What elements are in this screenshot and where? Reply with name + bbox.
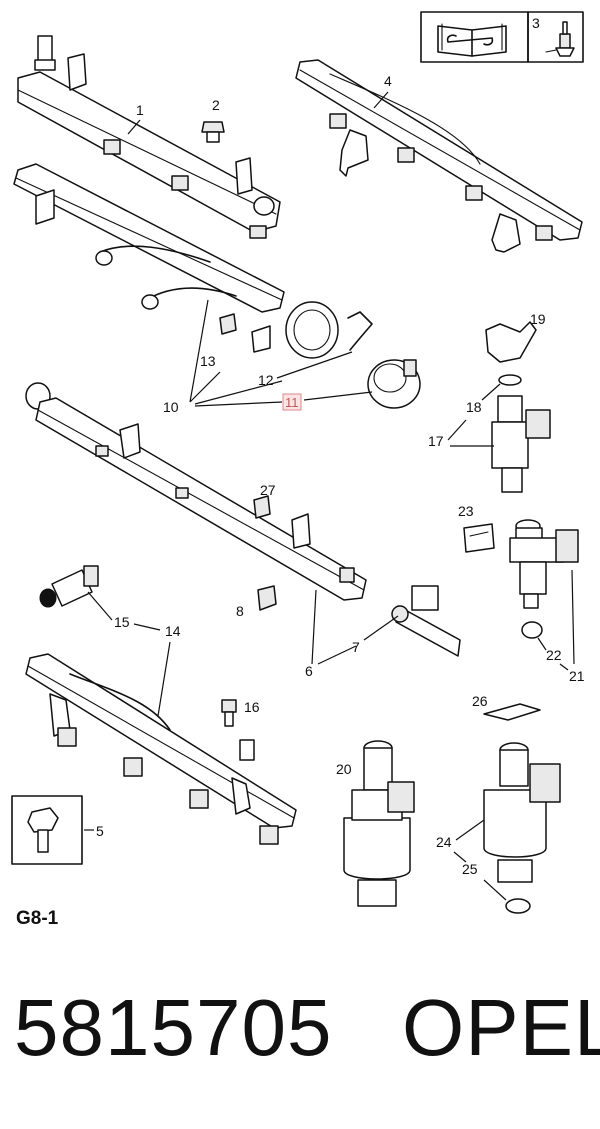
part-14-fuel-rail bbox=[25, 653, 297, 845]
part-21-injector bbox=[509, 519, 579, 609]
part-8-bolt bbox=[257, 585, 277, 611]
callout-3: 3 bbox=[532, 15, 540, 31]
callout-17: 17 bbox=[428, 433, 444, 449]
callout-4: 4 bbox=[384, 73, 392, 89]
manual-reference-box: 3 bbox=[420, 11, 584, 63]
part-16-bolt bbox=[221, 699, 237, 727]
callout-11: 11 bbox=[285, 395, 299, 410]
callout-14: 14 bbox=[165, 623, 181, 639]
callout-27: 27 bbox=[260, 482, 276, 498]
part-4-fuel-rail bbox=[295, 59, 583, 253]
part-26-clip bbox=[483, 703, 541, 721]
callout-20: 20 bbox=[336, 761, 352, 777]
part-17-injector bbox=[491, 395, 551, 493]
part-1-fuel-rail bbox=[17, 35, 281, 239]
part-12-clip bbox=[347, 311, 373, 351]
part-23-clip bbox=[463, 523, 495, 553]
manual-book-icon bbox=[437, 23, 507, 57]
part-15-sensor bbox=[39, 565, 99, 608]
part-7-sensor bbox=[391, 585, 461, 657]
callout-10: 10 bbox=[163, 399, 179, 415]
group-code: G8-1 bbox=[16, 908, 59, 929]
part-5-box bbox=[11, 795, 83, 865]
brand-name: OPEL bbox=[402, 983, 600, 1072]
callout-24: 24 bbox=[436, 834, 452, 850]
callout-22: 22 bbox=[546, 647, 562, 663]
part-number: 5815705 bbox=[14, 983, 333, 1072]
callout-11-highlight bbox=[282, 393, 302, 411]
callout-25: 25 bbox=[462, 861, 478, 877]
callout-16: 16 bbox=[244, 699, 260, 715]
wrench-icon bbox=[446, 34, 494, 46]
bolt-icon bbox=[545, 21, 575, 57]
part-18-o-ring bbox=[498, 374, 522, 386]
callout-6: 6 bbox=[305, 663, 313, 679]
callout-15: 15 bbox=[114, 614, 130, 630]
callout-7: 7 bbox=[352, 639, 360, 655]
part-22-o-ring bbox=[521, 621, 543, 639]
part-24-injector bbox=[483, 742, 561, 883]
part-25-o-ring bbox=[505, 898, 531, 914]
part-13-bolt bbox=[219, 313, 237, 335]
part-27-bolt bbox=[253, 495, 271, 519]
callout-5: 5 bbox=[96, 823, 104, 839]
callout-21: 21 bbox=[569, 668, 585, 684]
part-6-fuel-rail bbox=[25, 382, 367, 601]
part-20-injector bbox=[343, 740, 415, 907]
callout-23: 23 bbox=[458, 503, 474, 519]
callout-19: 19 bbox=[530, 311, 546, 327]
callout-13: 13 bbox=[200, 353, 216, 369]
part-19-clip bbox=[485, 321, 537, 363]
part-10-rail-section bbox=[13, 163, 339, 359]
callout-26: 26 bbox=[472, 693, 488, 709]
callout-2: 2 bbox=[212, 97, 220, 113]
callout-1: 1 bbox=[136, 102, 144, 118]
part-11-pressure-regulator bbox=[367, 359, 421, 409]
part-2-bolt bbox=[201, 121, 225, 143]
callout-8: 8 bbox=[236, 603, 244, 619]
callout-18: 18 bbox=[466, 399, 482, 415]
